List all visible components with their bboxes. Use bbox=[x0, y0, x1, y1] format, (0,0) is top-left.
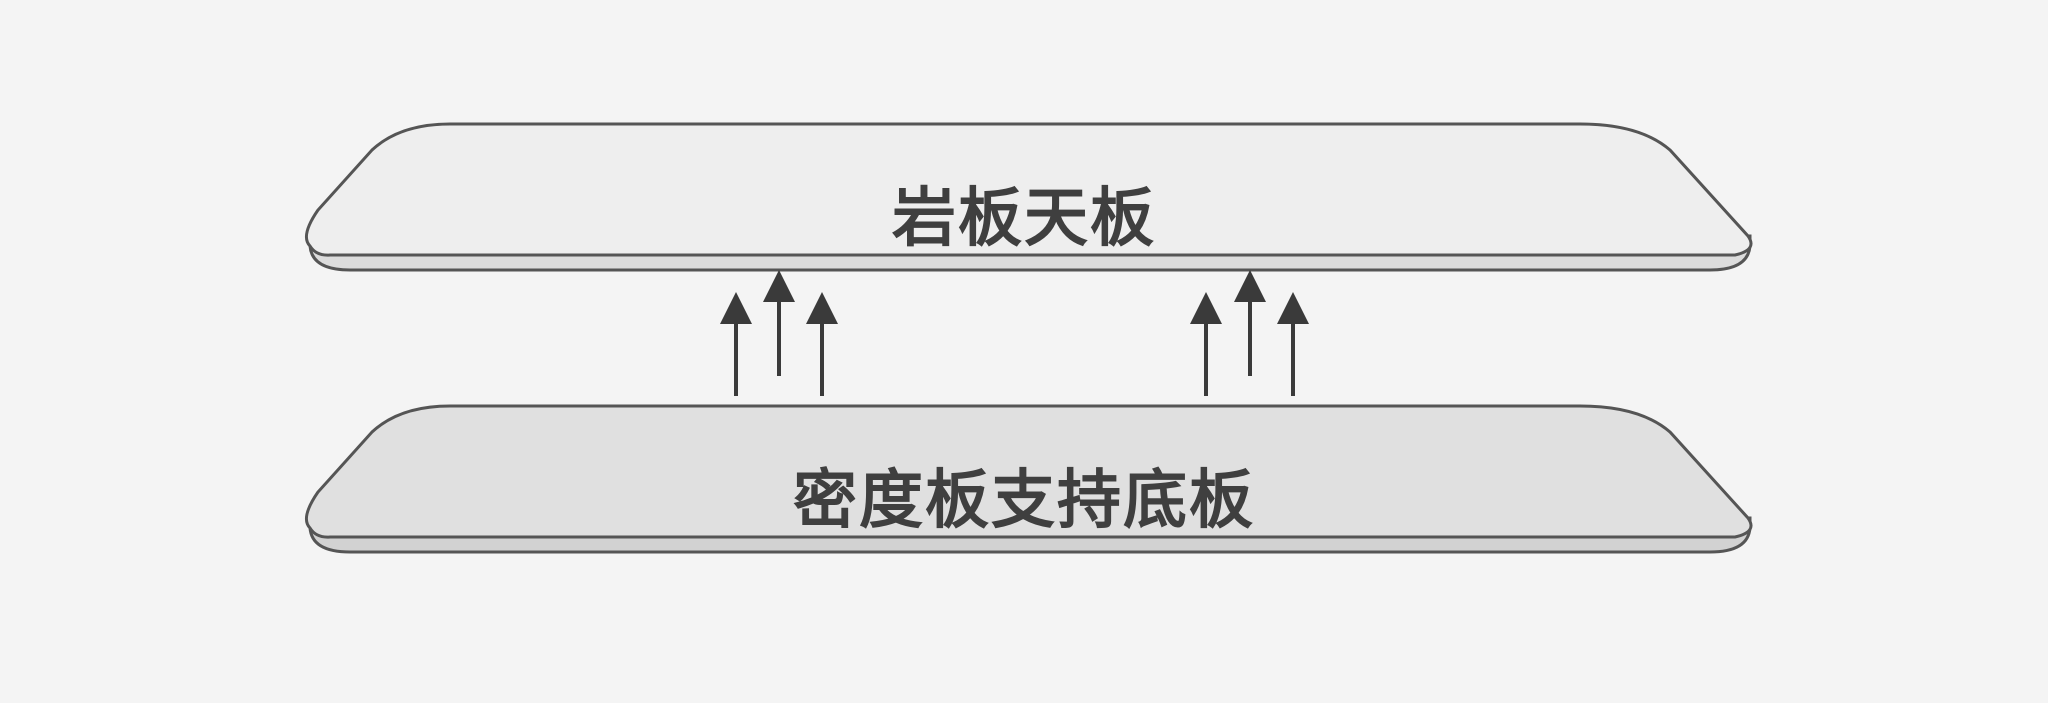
bottom-plate: 密度板支持底板 bbox=[304, 404, 1753, 554]
arrow-group-right bbox=[1190, 270, 1309, 396]
bottom-plate-label: 密度板支持底板 bbox=[793, 464, 1255, 538]
top-plate-label: 岩板天板 bbox=[892, 182, 1156, 256]
top-plate: 岩板天板 bbox=[304, 122, 1753, 272]
arrow-group-left bbox=[720, 270, 838, 396]
bottom-plate-face bbox=[304, 404, 1753, 539]
top-plate-face bbox=[304, 122, 1753, 257]
